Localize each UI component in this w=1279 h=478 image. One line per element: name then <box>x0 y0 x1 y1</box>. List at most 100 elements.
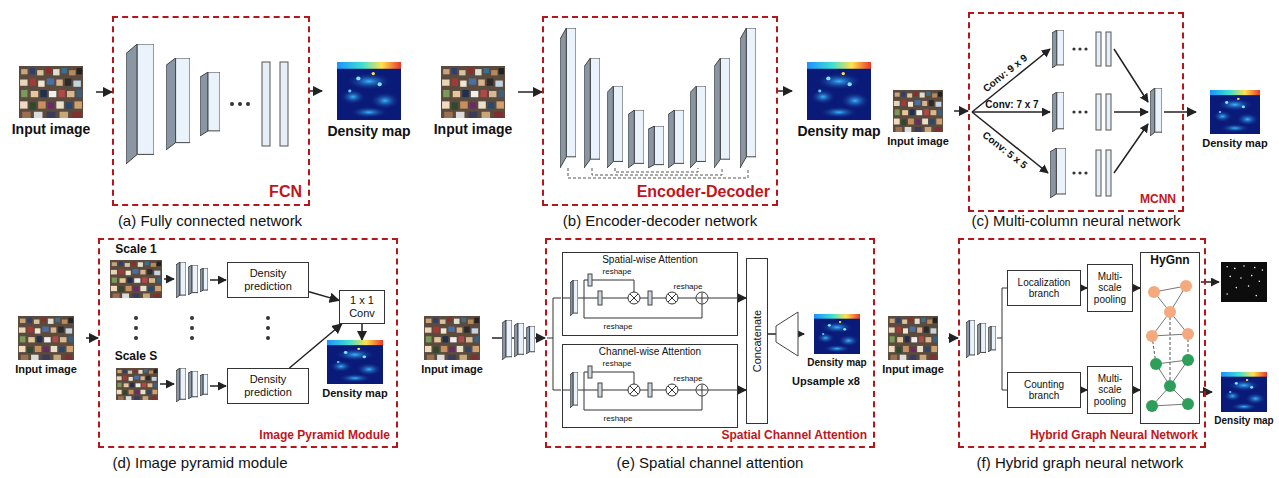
node-text: Counting branch <box>1010 379 1078 402</box>
graph-backbone <box>988 326 996 352</box>
mcnn-columns <box>1084 110 1087 113</box>
pyramid-columns <box>266 326 270 330</box>
node-text: Density map <box>1202 137 1267 150</box>
mcnn-columns <box>1078 47 1081 50</box>
encoder-decoder-layers <box>648 126 664 168</box>
input-image: Input image <box>412 316 492 376</box>
upsample-label: Upsample x8 <box>792 375 860 387</box>
attention-backbone <box>502 298 561 390</box>
mcnn-columns <box>1052 92 1064 132</box>
node-text: Multi-scale pooling <box>1090 271 1130 306</box>
fcn-layers <box>246 102 250 106</box>
conv-label: Conv: 5 x 5 <box>980 130 1029 172</box>
fcn-layers <box>238 102 242 106</box>
mcnn-columns <box>1096 150 1101 196</box>
graph-drawing <box>1182 398 1194 410</box>
arrow-connector <box>948 337 958 339</box>
arrow-connector <box>738 297 746 299</box>
attention-branch: Channel-wise Attention <box>562 344 738 428</box>
node-text: MCNN <box>1140 193 1176 207</box>
node-text: FCN <box>269 183 302 201</box>
pyramid-columns <box>190 336 194 340</box>
density-pictures <box>807 62 871 120</box>
channel-attention-flow <box>668 386 676 394</box>
pyramid-columns <box>176 262 186 298</box>
input-pictures <box>18 66 943 360</box>
pyramid-columns <box>176 368 186 402</box>
encoder-decoder-layers <box>568 168 748 178</box>
pyramid-columns <box>134 336 138 340</box>
arrow-connector <box>1133 389 1140 391</box>
arrow-connector <box>96 91 112 93</box>
fcn-layers <box>126 44 154 164</box>
graph-drawing <box>1164 380 1176 392</box>
caption: (a) Fully connected network <box>118 213 302 230</box>
channel-attention-flow <box>696 384 708 396</box>
spatial-attention-flow <box>630 294 638 302</box>
spatial-attention-flow <box>598 291 602 305</box>
caption: (f) Hybrid graph neural network <box>977 455 1184 472</box>
input-image: Input image <box>6 316 86 376</box>
arrow-connector <box>1184 111 1196 113</box>
node-text: Localization branch <box>1010 277 1078 300</box>
mcnn-columns <box>1106 150 1111 196</box>
density-map: Density map <box>1212 372 1276 427</box>
caption: (d) Image pyramid module <box>112 455 287 472</box>
conv-label: Conv: 7 x 7 <box>985 99 1038 110</box>
channel-attention-flow <box>588 366 592 378</box>
hygnn-box: HyGnn <box>1140 252 1200 424</box>
concat-box: Concatenate <box>746 258 768 424</box>
spatial-attention-flow <box>648 291 652 305</box>
encoder-decoder-layers <box>607 86 623 168</box>
node-text: Hybrid Graph Neural Network <box>1030 429 1198 443</box>
mcnn-columns <box>1114 111 1148 113</box>
scale-label: Scale S <box>115 350 158 363</box>
fcn-layers <box>200 72 220 136</box>
node-text: Density map <box>327 123 410 139</box>
graph-drawing <box>1148 286 1160 298</box>
pyramid-columns <box>164 278 174 280</box>
fcn-layers <box>230 102 234 106</box>
channel-attention-flow <box>562 366 738 410</box>
mcnn-module: MCNN <box>968 12 1184 212</box>
node-text: Input image <box>421 363 483 376</box>
mcnn-columns <box>1072 47 1075 50</box>
node-text: Concatenate <box>751 310 764 372</box>
pyramid-columns <box>200 374 208 396</box>
graph-drawing <box>1182 328 1194 340</box>
input-image: Input image <box>882 90 954 148</box>
reshape-label: reshape <box>603 268 632 277</box>
input-pictures <box>424 316 480 360</box>
pooling-box: Multi-scale pooling <box>1087 366 1133 414</box>
node-text: Encoder-Decoder <box>637 183 770 201</box>
graph-module: Hybrid Graph Neural Network Localization … <box>958 238 1206 448</box>
arrow-connector <box>1133 287 1140 289</box>
arrow-connector <box>518 91 542 93</box>
pyramid-columns <box>134 326 138 330</box>
pyramid-columns <box>190 326 194 330</box>
input-pictures <box>19 66 83 118</box>
node-text: Image Pyramid Module <box>259 429 390 443</box>
node-text: 1 x 1 Conv <box>342 294 382 319</box>
spatial-attention-flow <box>666 292 678 304</box>
pyramid-columns <box>210 279 226 281</box>
attention-backbone <box>514 323 524 357</box>
graph-backbone <box>966 320 975 358</box>
mcnn-columns <box>1106 32 1111 66</box>
attention-module: Spatial Channel AttentionSpatial-wise At… <box>545 238 875 448</box>
pyramid-columns <box>160 383 174 385</box>
density-pictures <box>814 314 860 354</box>
prediction-box: Density prediction <box>227 368 309 404</box>
density-pictures <box>327 62 1267 412</box>
mcnn-columns <box>972 49 1050 112</box>
arrow-connector <box>738 389 746 391</box>
mcnn-columns <box>1050 148 1066 198</box>
spatial-attention-flow <box>588 274 592 286</box>
channel-attention-flow <box>598 383 602 397</box>
reshape-label: reshape <box>604 415 633 424</box>
node-text: Density prediction <box>230 267 306 292</box>
encoder-decoder-layers <box>690 86 706 168</box>
encoder-decoder-layers <box>560 28 576 168</box>
graph-drawing <box>1150 358 1162 370</box>
channel-attention-flow <box>648 383 652 397</box>
